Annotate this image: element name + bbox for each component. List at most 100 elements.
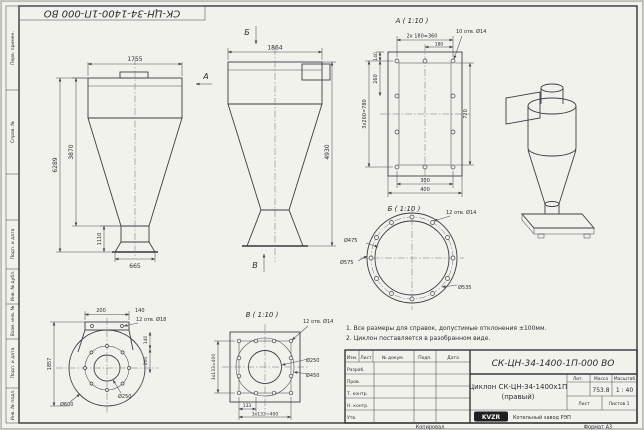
- detail-b-dimensions: 12 отв. Ø14 Ø475 Ø575 Ø535: [340, 209, 476, 291]
- isometric-geometry: [505, 83, 595, 239]
- section-label: Б: [244, 28, 250, 37]
- detail-v-dimensions: 12 отв. Ø14 3x133=400 133 3x133=400 Ø250…: [211, 318, 333, 420]
- isometric-view: [505, 83, 595, 239]
- role-label: Утв.: [347, 415, 356, 421]
- mass-label: Масса: [594, 376, 609, 382]
- detail-title: Б ( 1:10 ): [388, 205, 421, 213]
- detail-a-geometry: [380, 44, 470, 184]
- holes-note: 10 отв. Ø14: [456, 28, 486, 35]
- holes-note: 12 отв. Ø14: [446, 209, 476, 216]
- dim-label: 1110: [97, 233, 103, 246]
- col-label: Изм.: [347, 355, 358, 361]
- role-label: Н. контр.: [347, 403, 369, 409]
- margin-label: Справ. №: [10, 121, 16, 143]
- title-block-grid: [345, 350, 471, 423]
- sheet-footer: Копировал Формат А3: [416, 425, 613, 430]
- dim-label: Ø475: [344, 237, 357, 244]
- dim-label: 3x133=400: [252, 412, 279, 418]
- detail-title: А ( 1:10 ): [395, 17, 429, 25]
- dim-label: 720: [463, 109, 469, 119]
- detail-b-geometry: [360, 206, 464, 310]
- detail-a-view: А ( 1:10 ) 2x 180=360 180 10 отв. Ø14 14…: [362, 17, 486, 197]
- dim-label: 1857: [47, 358, 53, 371]
- margin-label: Инв. № подл.: [10, 389, 16, 420]
- mass-value: 753.8: [592, 387, 609, 394]
- dim-label: 200: [143, 357, 149, 366]
- margin-label: Подп. и дата: [10, 228, 16, 259]
- dim-label: Ø450: [306, 372, 319, 379]
- col-label: Дата: [447, 355, 459, 361]
- dim-label: 3x260=780: [362, 99, 368, 128]
- dim-label: 1755: [127, 56, 142, 63]
- scroll-view: 200 140 12 отв. Ø18 140 200 1857 Ø600 Ø2…: [47, 308, 166, 414]
- col-label: Лист: [360, 355, 372, 361]
- section-arrow-bottom: В: [252, 253, 266, 272]
- dim-label: Ø250: [118, 393, 131, 400]
- dim-label: Ø575: [340, 259, 353, 266]
- company-name: Котельный завод РЭП: [513, 414, 571, 421]
- role-label: Пров.: [347, 379, 360, 385]
- detail-b-view: Б ( 1:10 ) 12 отв. Ø14 Ø475 Ø575 Ø535: [340, 205, 476, 310]
- note-line: 2. Циклон поставляется в разобранном вид…: [346, 335, 490, 342]
- dim-label: Ø250: [306, 357, 319, 364]
- dim-label: Ø600: [60, 401, 73, 408]
- lit-label: Лит.: [573, 376, 583, 382]
- detail-a-dimensions: 2x 180=360 180 10 отв. Ø14 140 260 3x260…: [362, 28, 486, 197]
- dim-label: 140: [143, 336, 149, 345]
- dim-label: 2x 180=360: [406, 34, 437, 40]
- dim-label: 180: [435, 42, 444, 48]
- dim-label: 200: [96, 308, 106, 314]
- scroll-dimensions: 200 140 12 отв. Ø18 140 200 1857 Ø600 Ø2…: [47, 308, 166, 408]
- side-view-geometry: [87, 58, 183, 258]
- section-label: В: [252, 261, 258, 270]
- scale-value: 1 : 40: [616, 387, 633, 394]
- dim-label: 1864: [267, 45, 282, 52]
- logo-text: KVZR: [482, 414, 501, 421]
- top-stamp: СК-ЦН-34-1400-1П-000 ВО: [18, 5, 206, 21]
- side-view-dimensions: 1755 3870 6289 1110 665: [52, 56, 183, 270]
- detail-v-geometry: [222, 324, 308, 410]
- company-logo: [474, 411, 508, 422]
- section-arrow-top: Б: [244, 26, 258, 45]
- holes-note: 12 отв. Ø14: [303, 318, 333, 325]
- drawing-frame: [5, 5, 638, 424]
- role-label: Разраб.: [347, 367, 365, 373]
- format-label: Формат А3: [584, 425, 612, 430]
- notes: 1. Все размеры для справок, допустимые о…: [346, 325, 546, 342]
- note-line: 1. Все размеры для справок, допустимые о…: [346, 325, 546, 332]
- detail-v-view: В ( 1:10 ) 12 отв. Ø14 3x133=400: [211, 311, 333, 420]
- front-view-geometry: [227, 48, 331, 262]
- copied-label: Копировал: [416, 425, 445, 430]
- margin-label: Перв. примен.: [10, 31, 16, 65]
- dim-label: 3x133=400: [211, 354, 217, 381]
- dim-label: 133: [243, 403, 252, 409]
- dim-label: 6289: [52, 157, 59, 172]
- doc-number: СК-ЦН-34-1400-1П-000 ВО: [492, 359, 615, 369]
- dim-label: 140: [135, 308, 145, 314]
- stamp-doc-number: СК-ЦН-34-1400-1П-000 ВО: [44, 8, 181, 19]
- side-view: 1755 3870 6289 1110 665 А: [52, 56, 212, 270]
- col-label: Подп.: [418, 355, 432, 361]
- frame-margin-labels: Перв. примен. Справ. № Подп. и дата Инв.…: [10, 31, 16, 420]
- title-block-role-rows: Разраб. Пров. Т. контр. Н. контр. Утв.: [346, 367, 369, 421]
- dim-label: 665: [129, 263, 141, 270]
- sheets-label: Листов 1: [608, 401, 629, 407]
- role-label: Т. контр.: [346, 391, 368, 397]
- margin-label: Инв. № дубл.: [10, 271, 16, 302]
- margin-label: Взам. инв. №: [10, 305, 16, 336]
- scale-label: Масштаб: [614, 376, 636, 382]
- view-direction-a: А: [195, 72, 212, 86]
- product-name: (правый): [502, 393, 535, 401]
- dim-label: 140: [373, 52, 379, 61]
- margin-label: Подп. и дата: [10, 347, 16, 378]
- front-view: Б 1864 4930 В: [227, 26, 336, 272]
- dim-label: 4930: [324, 144, 331, 159]
- title-block-header-row: Изм. Лист № докум. Подп. Дата: [347, 355, 459, 361]
- title-block: Изм. Лист № докум. Подп. Дата Разраб. Пр…: [344, 349, 638, 424]
- col-label: № докум.: [382, 355, 404, 361]
- sheet-label: Лист: [578, 401, 590, 407]
- dim-label: Ø535: [458, 284, 471, 291]
- scroll-geometry: [56, 318, 158, 414]
